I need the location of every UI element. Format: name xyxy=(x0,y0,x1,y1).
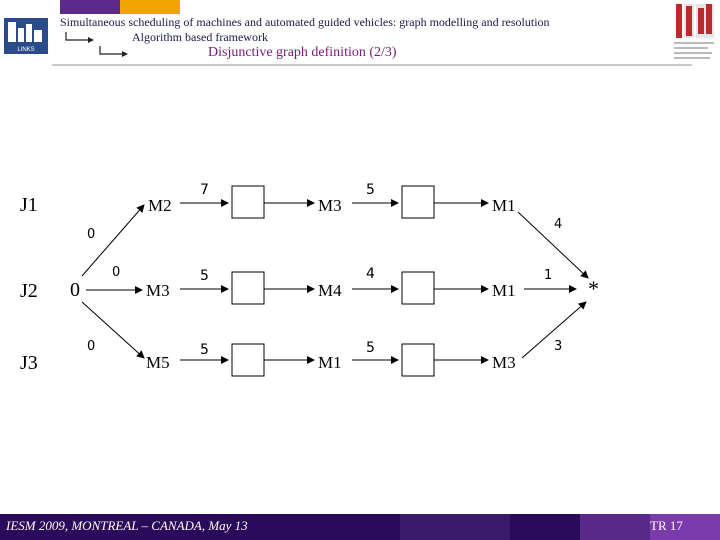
source-weight-3: 0 xyxy=(87,339,95,354)
row1-weight-1: 7 xyxy=(200,182,209,198)
top-color-bar xyxy=(0,0,720,14)
title-bent-arrow-2 xyxy=(99,46,128,57)
footer-bar xyxy=(0,514,720,540)
edge-row1-sink xyxy=(517,211,589,279)
source-weight-1: 0 xyxy=(87,227,95,242)
row2-machine-3: M1 xyxy=(492,281,516,300)
header-divider xyxy=(52,64,692,66)
title-bent-arrow-1 xyxy=(65,32,94,43)
row3-weight-1: 5 xyxy=(200,342,209,358)
row3-weight-2: 5 xyxy=(366,340,375,356)
row2-machine-2: M4 xyxy=(318,281,342,300)
row1-machine-2: M3 xyxy=(318,196,342,215)
row2-weight-2: 4 xyxy=(366,266,375,282)
row3-box-2 xyxy=(401,343,435,377)
row3-machine-1: M5 xyxy=(146,353,170,372)
row1-machine-3: M1 xyxy=(492,196,516,215)
row1-machine-1: M2 xyxy=(148,196,172,215)
edge-source-m5 xyxy=(81,301,145,359)
job-label-j3: J3 xyxy=(20,352,38,374)
row1-box-2 xyxy=(401,185,435,219)
presentation-title: Simultaneous scheduling of machines and … xyxy=(60,15,550,29)
row2-weight-1: 5 xyxy=(200,268,209,284)
source-node-label: 0 xyxy=(70,279,80,301)
links-logo: LINKS xyxy=(4,18,48,54)
footer-page-number: TR 17 xyxy=(650,518,683,533)
row2-box-1 xyxy=(231,271,265,305)
sink-node-label: * xyxy=(588,276,599,301)
source-weight-2: 0 xyxy=(112,265,120,280)
presentation-subtitle: Algorithm based framework xyxy=(132,30,268,44)
footer-conference: IESM 2009, MONTREAL – CANADA, May 13 xyxy=(6,518,248,533)
row1-weight-2: 5 xyxy=(366,182,375,198)
row3-machine-2: M1 xyxy=(318,353,342,372)
row3-box-1 xyxy=(231,343,265,377)
edge-source-m2 xyxy=(81,204,145,277)
job-label-j2: J2 xyxy=(20,280,38,302)
row2-sink-weight: 1 xyxy=(544,268,552,283)
row3-sink-weight: 3 xyxy=(554,339,562,354)
row2-box-2 xyxy=(401,271,435,305)
university-logo xyxy=(674,4,714,59)
logo-left-text: LINKS xyxy=(17,47,34,53)
row3-machine-3: M3 xyxy=(492,353,516,372)
row1-box-1 xyxy=(231,185,265,219)
row2-machine-1: M3 xyxy=(146,281,170,300)
row1-sink-weight: 4 xyxy=(554,217,562,232)
job-label-j1: J1 xyxy=(20,194,38,216)
slide-title: Disjunctive graph definition (2/3) xyxy=(208,45,397,60)
edge-row3-sink xyxy=(521,301,587,359)
